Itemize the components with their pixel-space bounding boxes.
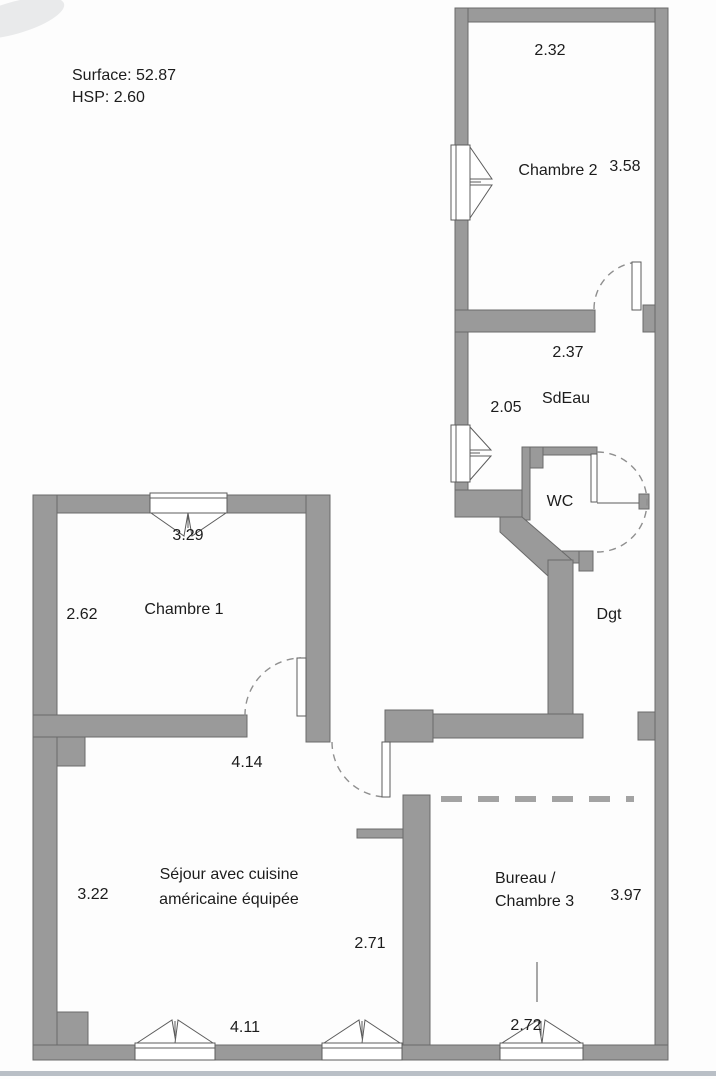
door-wc [590, 451, 648, 553]
wall-segment-wc [578, 550, 594, 572]
window-frame [499, 1042, 584, 1061]
wall-divider [402, 794, 431, 1046]
window-casement [541, 1019, 583, 1044]
wall-segment [384, 709, 434, 743]
dim-sejour-height: 3.22 [77, 886, 108, 903]
wall-segment-bottom [214, 1044, 323, 1061]
door-chambre2 [593, 261, 642, 311]
wall-segment-wc [521, 446, 531, 521]
dim-chambre1-width: 3.29 [172, 527, 203, 544]
wall-segment [642, 304, 656, 333]
room-label-dgt: Dgt [597, 606, 622, 623]
window-sejour-left [134, 1019, 216, 1061]
room-label-sejour-line2: américaine équipée [159, 891, 299, 908]
dim-sejour-right: 2.71 [354, 935, 385, 952]
window-sdeau [450, 424, 493, 483]
window-sejour-right [321, 1019, 403, 1061]
window-casement [149, 512, 189, 537]
door-sejour [331, 741, 391, 798]
door-chambre1 [244, 657, 307, 717]
wall-segment-corridor [547, 559, 574, 716]
door-leaf [296, 657, 307, 717]
dim-bureau-width: 2.72 [510, 1017, 541, 1034]
room-label-bureau-line2: Chambre 3 [495, 893, 574, 910]
wall-segment [431, 713, 584, 739]
dim-chambre2-height: 3.58 [609, 158, 640, 175]
kitchen-counter [356, 828, 404, 839]
dim-chambre2-width: 2.32 [534, 42, 565, 59]
wall-segment-bottom [401, 1044, 501, 1061]
wall-segment-wc [638, 493, 650, 510]
walls [32, 7, 669, 1061]
hsp-label: HSP: 2.60 [72, 89, 145, 106]
wall-segment [637, 711, 656, 741]
wall-segment-chambre1 [32, 714, 248, 738]
window-casement [187, 512, 228, 537]
window-frame [134, 1042, 216, 1061]
door-swing-arc [244, 657, 302, 717]
dim-chambre1-height: 2.62 [66, 606, 97, 623]
window-casement [135, 1019, 177, 1044]
wall-segment [454, 7, 669, 23]
window-frame [450, 144, 471, 221]
dim-sejour-bottom: 4.11 [230, 1019, 260, 1036]
wall-segment-left [32, 494, 58, 1046]
wall-segment [454, 7, 469, 146]
wall-step [56, 1011, 89, 1046]
window-casement [469, 184, 493, 220]
wall-segment [454, 309, 596, 333]
window-casement [469, 145, 493, 180]
wall-segment-bottom [32, 1044, 136, 1061]
door-swing-arc [331, 741, 388, 798]
door-leaf [381, 741, 391, 798]
dim-bureau-height: 3.97 [610, 887, 641, 904]
room-label-sejour-line1: Séjour avec cuisine [160, 866, 299, 883]
window-frame [149, 492, 228, 514]
dim-sdeau-height: 2.05 [490, 399, 521, 416]
wall-segment [454, 489, 523, 518]
window-chambre1 [149, 492, 228, 537]
door-swing-arc [596, 451, 648, 553]
window-frame [450, 424, 471, 483]
door-leaf [631, 261, 642, 311]
door-leaf [590, 453, 598, 503]
window-casement [174, 1019, 215, 1044]
dim-sdeau-width: 2.37 [552, 344, 583, 361]
room-label-chambre2: Chambre 2 [518, 162, 597, 179]
window-casement [469, 455, 493, 482]
room-label-sdeau: SdEau [542, 390, 590, 407]
window-casement [322, 1019, 364, 1044]
dim-sejour-top: 4.14 [231, 754, 262, 771]
photo-smudge [0, 0, 65, 40]
room-label-wc: WC [547, 493, 574, 510]
photo-baseline [0, 1071, 716, 1076]
wall-segment-chambre1 [305, 494, 331, 743]
wall-segment-bottom [582, 1044, 669, 1061]
room-label-bureau-line1: Bureau / [495, 870, 556, 887]
window-casement [361, 1019, 402, 1044]
surface-label: Surface: 52.87 [72, 67, 176, 84]
room-label-chambre1: Chambre 1 [144, 601, 223, 618]
wall-segment [654, 7, 669, 1061]
wall-pillar [56, 736, 86, 767]
window-bureau [499, 1019, 584, 1061]
window-frame [321, 1042, 403, 1061]
window-casement [469, 425, 493, 451]
window-chambre2 [450, 144, 493, 221]
window-casement [500, 1019, 543, 1044]
